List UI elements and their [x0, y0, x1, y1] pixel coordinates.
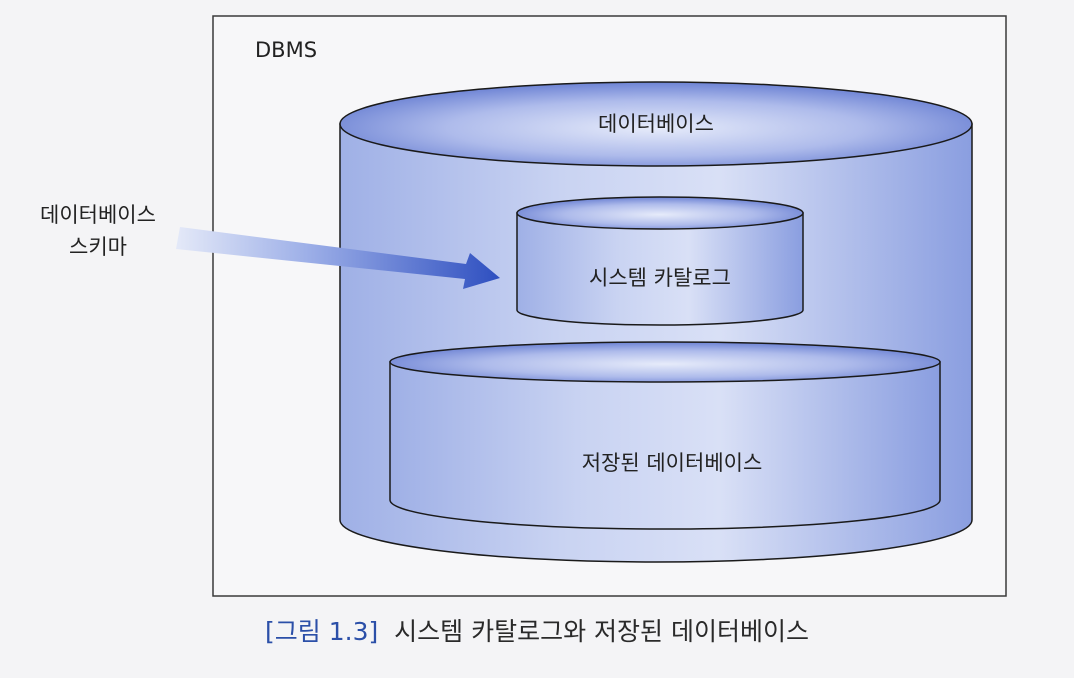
dbms-label: DBMS [255, 38, 317, 62]
schema-label-line1: 데이터베이스 [40, 203, 156, 227]
figure-caption-text: 시스템 카탈로그와 저장된 데이터베이스 [394, 617, 809, 646]
system-catalog-label: 시스템 카탈로그 [589, 266, 731, 290]
figure-caption: [그림 1.3] 시스템 카탈로그와 저장된 데이터베이스 [0, 612, 1074, 648]
system-catalog-cylinder: 시스템 카탈로그 [516, 196, 804, 326]
stored-database-cylinder: 저장된 데이터베이스 [389, 341, 941, 530]
figure-number: [그림 1.3] [265, 617, 379, 646]
database-label: 데이터베이스 [598, 112, 714, 136]
schema-arrow [176, 227, 500, 289]
schema-label-line2: 스키마 [69, 235, 127, 259]
stored-database-label: 저장된 데이터베이스 [582, 451, 763, 475]
